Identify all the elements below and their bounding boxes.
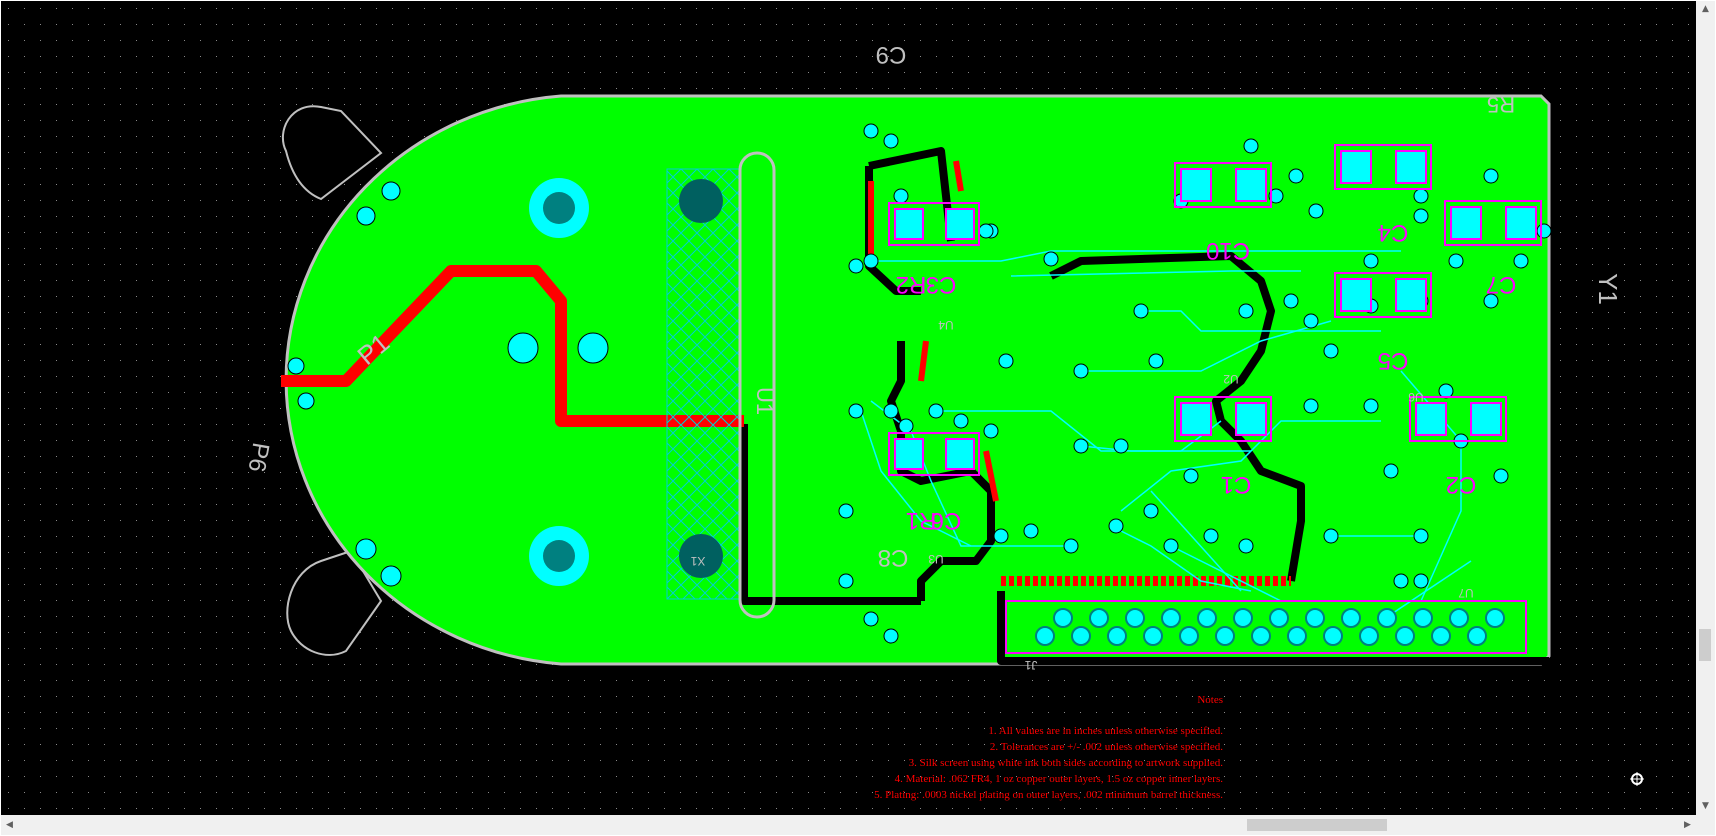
header-pin: [1179, 626, 1199, 646]
header-pin: [1107, 626, 1127, 646]
label-u6: U6: [1408, 390, 1424, 404]
header-pin: [1305, 608, 1325, 628]
signal-traces: [860, 250, 1472, 622]
header-pin: [1341, 608, 1361, 628]
header-connector-outline: [1005, 600, 1527, 654]
label-r1: R1: [906, 507, 937, 534]
crystal-slot-outline: [738, 151, 776, 619]
label-c2: C2: [1446, 471, 1477, 498]
scroll-left-arrow-icon[interactable]: ◀: [6, 820, 13, 830]
board-tab-top: [281, 105, 383, 201]
header-pin: [1053, 608, 1073, 628]
label-c4: C4: [1378, 219, 1409, 246]
header-pin: [1485, 608, 1505, 628]
header-pin: [1269, 608, 1289, 628]
header-pin: [1377, 608, 1397, 628]
note-line-5: 5. Plating: .0003 nickel plating on oute…: [874, 789, 1223, 801]
label-c10: C10: [1206, 237, 1250, 264]
header-pin: [1161, 608, 1181, 628]
label-c3: C3: [926, 271, 957, 298]
header-pin: [1035, 626, 1055, 646]
header-connector-pins: [1035, 608, 1505, 646]
header-pin: [1323, 626, 1343, 646]
smd-pads: [894, 150, 1537, 470]
label-y1: Y1: [1593, 273, 1623, 305]
header-pin: [1431, 626, 1451, 646]
header-pin: [1449, 608, 1469, 628]
label-c5: C5: [1378, 347, 1409, 374]
scroll-up-arrow-icon[interactable]: ▲: [1702, 4, 1709, 14]
origin-marker-icon[interactable]: [1630, 772, 1644, 786]
header-pin: [1071, 626, 1091, 646]
scrollbar-corner: [1696, 815, 1715, 835]
label-u1: U1: [752, 387, 777, 415]
scroll-right-arrow-icon[interactable]: ▶: [1684, 820, 1691, 830]
notes-title: Notes: [1197, 694, 1223, 706]
crystal-hatch-region: [666, 168, 740, 600]
pad-outlines: [888, 144, 1542, 476]
label-u2: U2: [1223, 372, 1239, 386]
vertical-scroll-thumb[interactable]: [1699, 629, 1711, 661]
vias: [287, 123, 1552, 644]
label-p6: P6: [243, 441, 275, 475]
header-pin: [1233, 608, 1253, 628]
label-r2: R2: [896, 271, 927, 298]
header-pin: [1395, 626, 1415, 646]
label-c9: C9: [876, 41, 907, 68]
board-outline: [284, 94, 1551, 666]
horizontal-scroll-thumb[interactable]: [1247, 819, 1387, 831]
header-pin: [1413, 608, 1433, 628]
mounting-holes: [529, 178, 723, 586]
vertical-scrollbar[interactable]: ▲ ▼: [1696, 1, 1715, 815]
header-pin: [1215, 626, 1235, 646]
label-u3: U3: [928, 552, 944, 566]
label-c7: C7: [1486, 271, 1517, 298]
header-pin: [1467, 626, 1487, 646]
pcb-canvas[interactable]: C9 R5 Y1 C4 C7 C10 C3 R2 U4 U2 U6 C5 C2 …: [1, 1, 1696, 815]
board-tab-bottom: [286, 549, 383, 656]
header-pin: [1125, 608, 1145, 628]
label-c6: C6: [931, 507, 962, 534]
note-line-1: 1. All values are in inches unless other…: [988, 725, 1223, 737]
header-pin: [1143, 626, 1163, 646]
header-pin: [1089, 608, 1109, 628]
fabrication-notes: Notes 1. All values are in inches unless…: [874, 694, 1223, 801]
label-u7: U7: [1458, 586, 1474, 600]
label-x1: X1: [690, 554, 705, 568]
scroll-down-arrow-icon[interactable]: ▼: [1702, 801, 1709, 811]
header-pin: [1197, 608, 1217, 628]
header-pin: [1359, 626, 1379, 646]
note-line-4: 4. Material: .062 FR4, 1 oz copper outer…: [895, 773, 1224, 785]
label-c1: C1: [1221, 471, 1252, 498]
note-line-3: 3. Silk screen using white ink both side…: [909, 757, 1224, 769]
label-j1: J1: [1024, 658, 1037, 672]
note-line-2: 2. Tolerances are +/- .002 unless otherw…: [990, 741, 1223, 753]
header-pin: [1251, 626, 1271, 646]
horizontal-scrollbar[interactable]: ◀ ▶: [1, 815, 1696, 835]
label-u4: U4: [938, 318, 954, 332]
label-r5: R5: [1487, 92, 1515, 117]
header-pin: [1287, 626, 1307, 646]
label-c8: C8: [878, 544, 909, 571]
